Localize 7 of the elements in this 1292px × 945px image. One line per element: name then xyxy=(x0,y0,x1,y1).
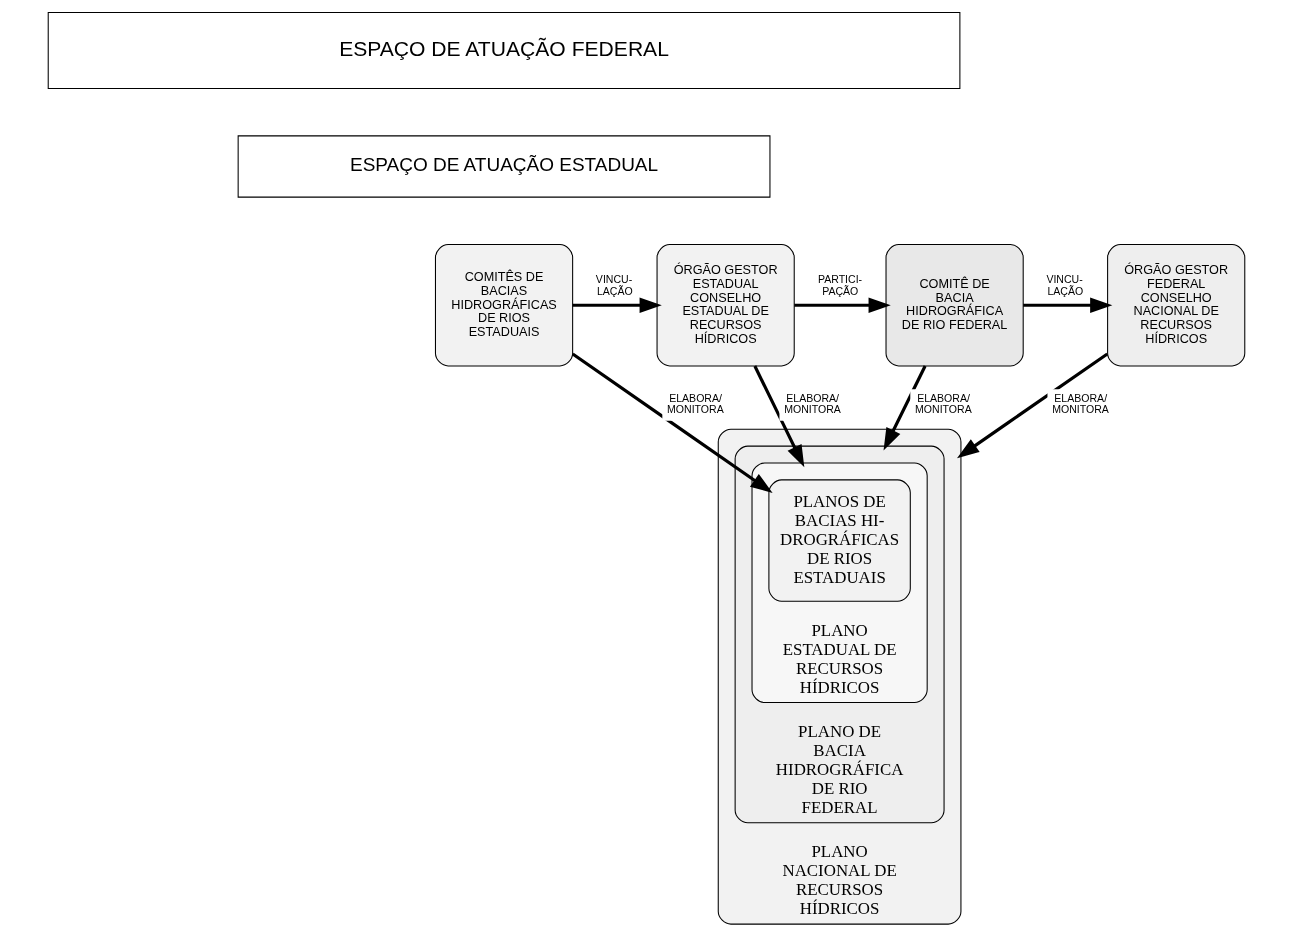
edge-label: VINCU- LAÇÃO xyxy=(595,273,633,297)
edge-label: ELABORA/ MONITORA xyxy=(1051,391,1109,416)
edge-label: ELABORA/ MONITORA xyxy=(783,391,841,416)
edge-label: ELABORA/ MONITORA xyxy=(666,391,724,416)
edge-label: VINCU- LAÇÃO xyxy=(1045,273,1083,297)
edge-label: PARTICI- PAÇÃO xyxy=(817,273,862,297)
edge-label: ELABORA/ MONITORA xyxy=(914,391,972,416)
